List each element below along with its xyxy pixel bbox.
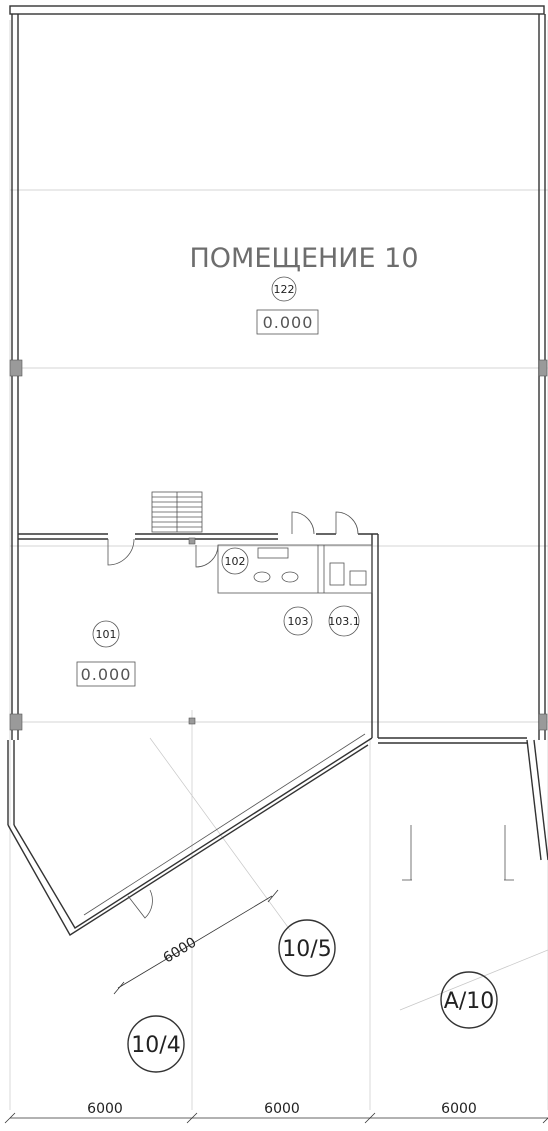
axis-10-4: 10/4 [131,1033,180,1058]
axis-10-5: 10/5 [282,937,331,962]
diagonal-dimension-value: 6000 [161,935,200,967]
staircase [151,491,203,533]
main-room-title: ПОМЕЩЕНИЕ 10 [190,243,419,274]
diagonal-dimension [113,889,279,995]
parking-markers [402,825,514,881]
columns [9,359,548,731]
main-room-number: 122 [274,283,295,296]
sanitary-fixtures [253,547,367,586]
interior-walls [7,533,527,936]
bottom-dimension-3: 6000 [441,1101,477,1117]
bottom-dimension-1: 6000 [87,1101,123,1117]
grid-lines [9,20,548,1110]
room-103-1-number: 103.1 [328,615,360,628]
main-room-elevation: 0.000 [263,313,314,332]
doors [107,511,359,919]
room-101-elevation: 0.000 [81,665,132,684]
bottom-dimension-2: 6000 [264,1101,300,1117]
room-101-number: 101 [96,628,117,641]
axis-a-10: А/10 [444,989,494,1014]
room-103-number: 103 [288,615,309,628]
bottom-dimension [4,1112,548,1124]
outer-walls [7,5,548,861]
room-102-number: 102 [225,555,246,568]
